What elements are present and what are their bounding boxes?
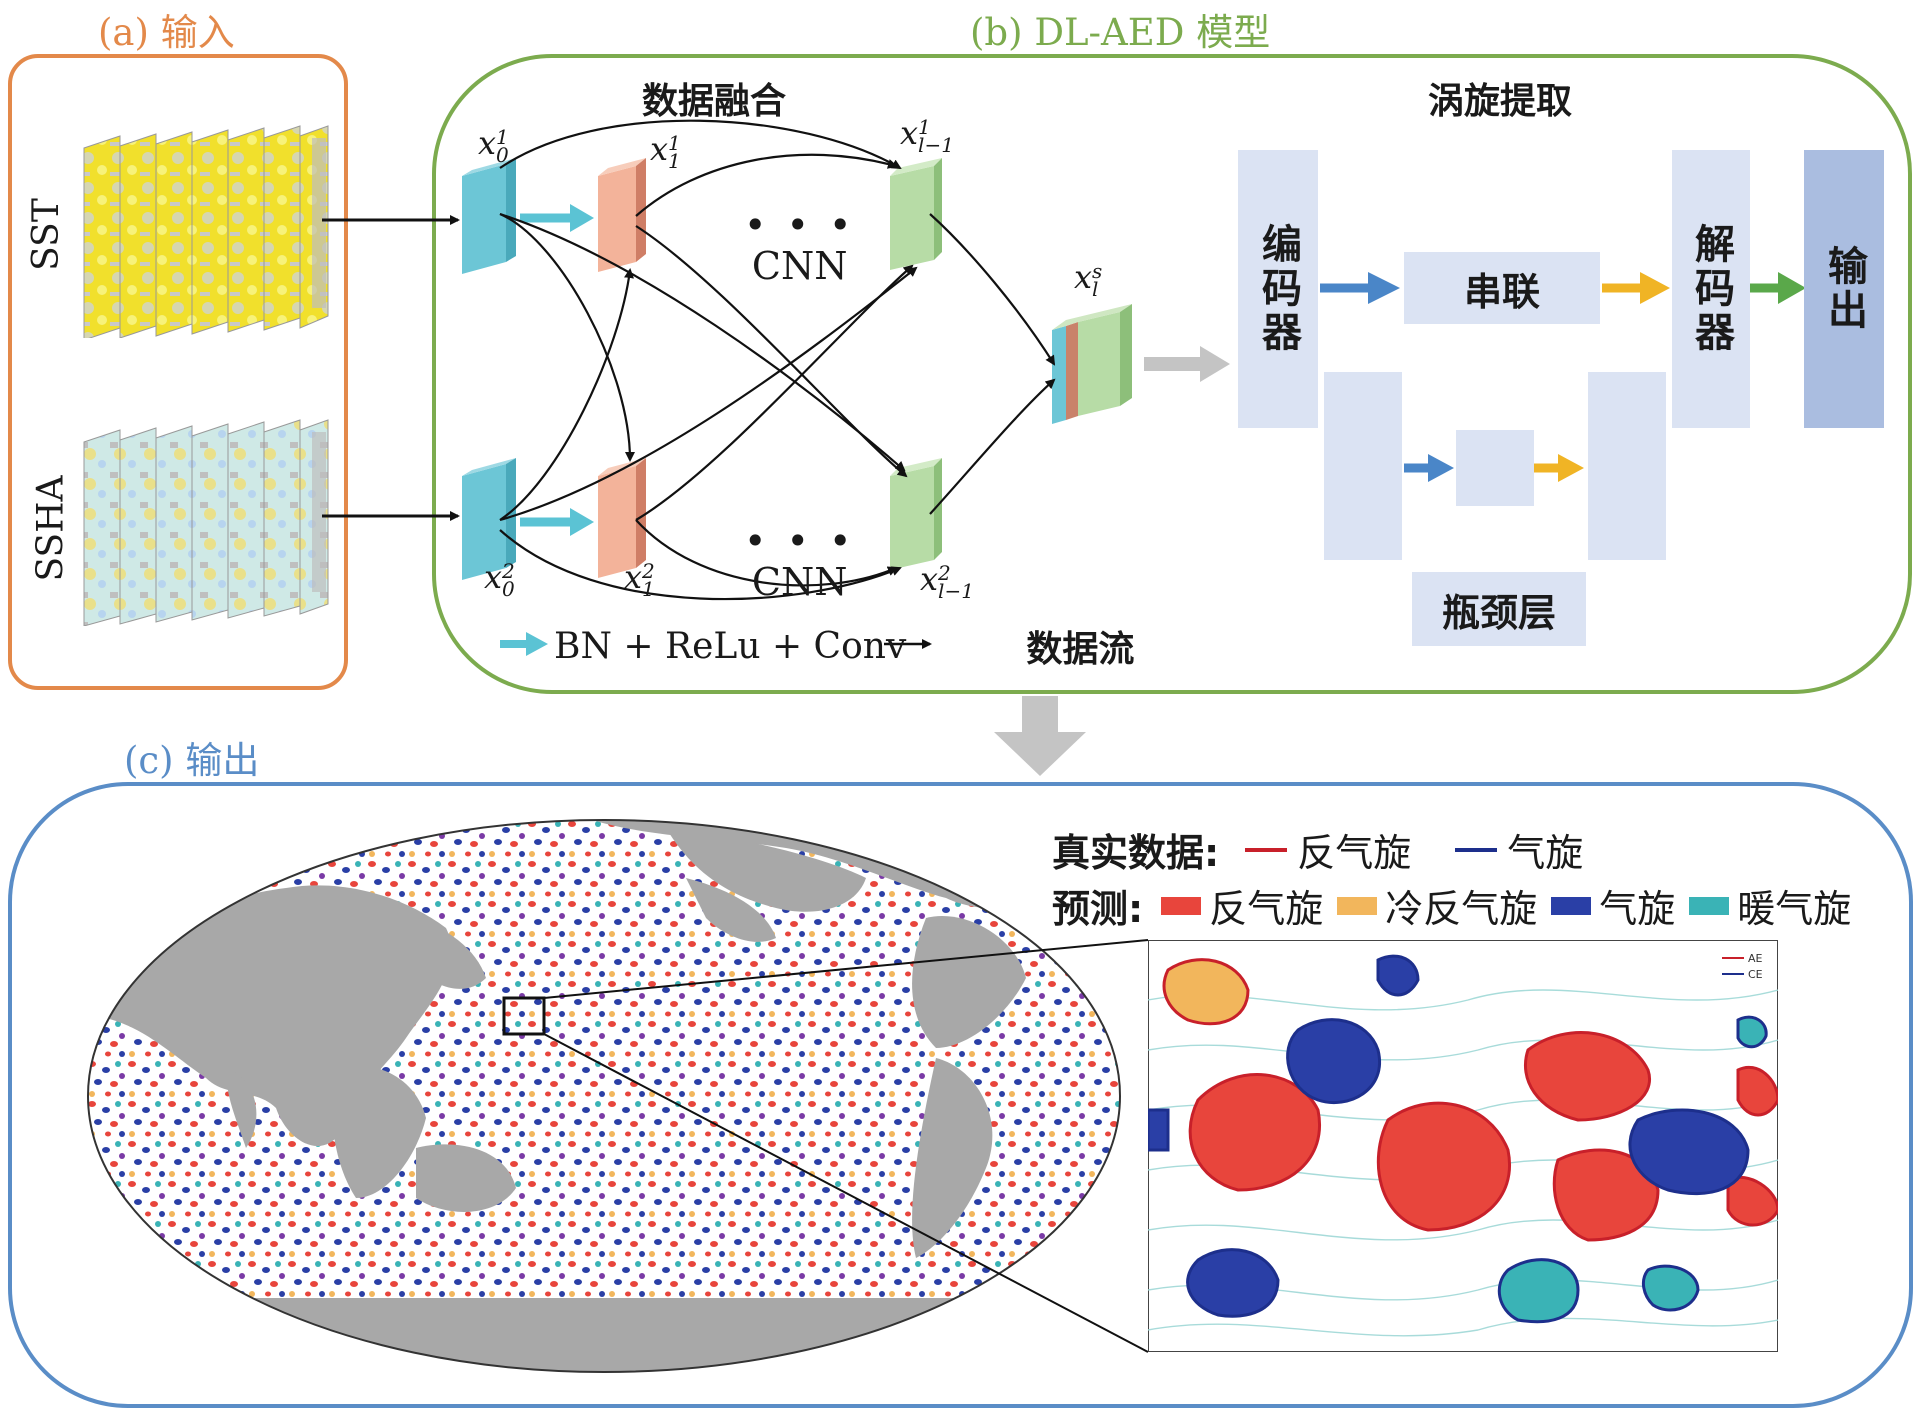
cube-x02	[462, 458, 516, 580]
legend-flow-label: 数据流	[1026, 629, 1135, 670]
cube-xl2	[890, 458, 942, 570]
pred-item-1: 冷反气旋	[1385, 887, 1538, 931]
legend-op-arrow	[500, 632, 548, 656]
inner-encoder-arrow	[1404, 454, 1454, 482]
cyclones	[1148, 954, 1750, 1318]
dense-connections	[499, 119, 1056, 601]
cnn-label-top: • • • CNN	[744, 203, 856, 288]
extraction-title: 涡旋提取	[1428, 81, 1573, 122]
world-eddy-map	[87, 819, 1121, 1373]
truth-label: 真实数据:	[1052, 831, 1220, 875]
eddy-inset: AE CE	[1148, 940, 1778, 1352]
section-a-title: (a) 输入	[98, 11, 235, 54]
map-body	[88, 820, 1120, 1372]
map-outline	[87, 819, 1121, 1373]
cube-x01	[462, 158, 516, 274]
truth-item-1: 气旋	[1507, 831, 1584, 875]
decoder-box: 解码器	[1672, 150, 1750, 428]
pred-item-3: 暖气旋	[1737, 887, 1852, 931]
decoder-to-output-arrow	[1750, 272, 1806, 304]
pred-swatch-2	[1551, 896, 1592, 915]
bottleneck-box: 瓶颈层	[1412, 572, 1586, 646]
input-panel	[8, 54, 348, 690]
concat-to-decoder-arrow	[1602, 272, 1670, 304]
truth-swatch-1	[1455, 847, 1498, 852]
svg-text:AE: AE	[1748, 952, 1763, 965]
output-panel	[8, 782, 1913, 1408]
inner-encoder-box	[1324, 372, 1402, 560]
concat-box: 串联	[1404, 252, 1600, 324]
fusion-network	[322, 119, 1806, 656]
legend-op-label: BN + ReLu + Conv	[554, 625, 907, 667]
fusion-to-encoder-arrow	[1144, 346, 1230, 382]
output-box: 输出	[1804, 150, 1884, 428]
cold-anticyclone	[1162, 958, 1250, 1026]
truth-item-0: 反气旋	[1297, 831, 1412, 875]
fusion-title: 数据融合	[642, 81, 787, 122]
bottleneck-inner-box	[1456, 430, 1534, 506]
model-legend: BN + ReLu + Conv 数据流	[554, 620, 1134, 672]
sst-image-stack	[83, 125, 329, 338]
warm-cyclones	[1497, 1015, 1768, 1324]
inner-decoder-arrow	[1534, 454, 1584, 482]
op-arrow-bottom	[520, 508, 594, 536]
section-b-title: (b) DL-AED 模型	[970, 11, 1271, 54]
svg-text:CE: CE	[1748, 968, 1763, 981]
prediction-legend: 预测: 反气旋 冷反气旋 气旋 暖气旋	[1052, 878, 1851, 933]
inset-legend: AE CE	[1722, 952, 1763, 981]
ellipsis-bottom: • • •	[744, 519, 856, 563]
cube-xl1	[890, 158, 942, 270]
sst-frames	[83, 125, 329, 338]
pred-swatch-3	[1689, 896, 1730, 915]
pred-item-0: 反气旋	[1209, 887, 1324, 931]
encoder-to-concat-arrow	[1320, 272, 1400, 304]
cnn-label-bottom: • • • CNN	[744, 519, 856, 604]
model-panel	[432, 54, 1912, 694]
prediction-label: 预测:	[1052, 887, 1144, 931]
section-c-title: (c) 输出	[124, 739, 260, 782]
cube-xls	[1052, 304, 1132, 424]
pred-swatch-0	[1161, 896, 1202, 915]
encoder-box: 编码器	[1238, 150, 1318, 428]
truth-legend: 真实数据: 反气旋 气旋	[1052, 822, 1583, 877]
pred-swatch-1	[1337, 896, 1378, 915]
zoom-box	[502, 996, 546, 1036]
anticyclones	[1188, 1031, 1778, 1242]
pred-item-2: 气旋	[1599, 887, 1676, 931]
ellipsis-top: • • •	[744, 203, 856, 247]
ssha-frames	[83, 419, 329, 626]
cube-x11	[598, 158, 646, 272]
truth-swatch-0	[1245, 847, 1288, 852]
ssha-image-stack	[83, 419, 329, 626]
op-arrow-top	[520, 204, 594, 232]
inner-decoder-box	[1588, 372, 1666, 560]
panel-down-arrow	[994, 696, 1086, 776]
